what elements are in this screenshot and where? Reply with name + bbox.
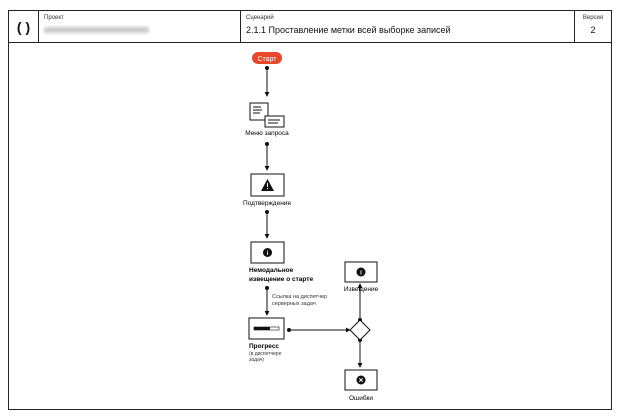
scenario-frame: ( ) Проект Сценарий 2.1.1 Проставление м… xyxy=(8,10,612,410)
progress-sub-1: (в диспетчере xyxy=(249,351,282,357)
start-notice-label-1: Немодальное xyxy=(249,267,294,274)
gateway-diamond xyxy=(349,319,371,341)
link-note-2: серверных задач xyxy=(272,301,316,307)
version-label: Версия xyxy=(582,15,604,21)
start-notice-label-2: извещение о старте xyxy=(249,276,313,283)
logo-mark: ( ) xyxy=(16,18,31,35)
version-cell: Версия 2 xyxy=(575,11,611,42)
confirm-label: Подтверждение xyxy=(243,200,292,207)
project-label: Проект xyxy=(44,15,64,21)
svg-text:i: i xyxy=(267,251,269,257)
info-icon xyxy=(263,248,272,257)
scenario-label: Сценарий xyxy=(246,15,274,21)
scenario-cell: Сценарий 2.1.1 Проставление метки всей в… xyxy=(241,11,575,42)
project-cell: Проект xyxy=(39,11,241,42)
menu-node-icon xyxy=(249,102,285,128)
header: ( ) Проект Сценарий 2.1.1 Проставление м… xyxy=(9,11,611,43)
info-icon xyxy=(356,267,366,277)
link-note-1: Ссылка на диспетчер xyxy=(272,294,327,300)
menu-label: Меню запроса xyxy=(245,130,289,137)
errors-label: Ошибки xyxy=(349,394,373,402)
version-value: 2 xyxy=(590,25,596,35)
start-node xyxy=(252,52,282,64)
scenario-title: 2.1.1 Проставление метки всей выборке за… xyxy=(246,25,451,35)
start-label: Старт xyxy=(257,56,277,63)
notice-label: Извещение xyxy=(344,286,379,293)
logo: ( ) xyxy=(9,11,39,42)
svg-text:i: i xyxy=(360,271,362,277)
progress-label: Прогресс xyxy=(249,343,279,350)
progress-sub-2: задач) xyxy=(249,357,264,363)
project-value-blurred xyxy=(44,27,149,33)
